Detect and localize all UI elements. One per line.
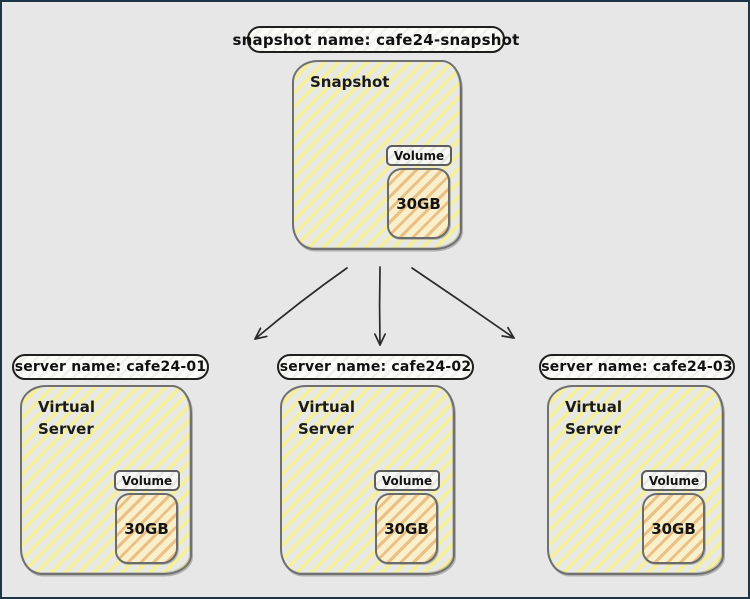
- arrow-to-server-3: [411, 267, 515, 339]
- server-2-volume-group: Volume 30GB: [374, 470, 440, 564]
- server-2-volume-size-box: 30GB: [375, 493, 438, 564]
- server-3-node-title: Virtual Server: [565, 398, 622, 438]
- snapshot-name-label: snapshot name: cafe24-snapshot: [233, 26, 519, 53]
- server-2-volume-tag: Volume: [374, 470, 440, 491]
- snapshot-node: Snapshot Volume 30GB: [292, 60, 462, 250]
- server-3-volume-group: Volume 30GB: [641, 470, 707, 564]
- server-1-name-label: server name: cafe24-01: [12, 354, 209, 380]
- server-2-name-text: server name: cafe24-02: [279, 359, 472, 375]
- snapshot-name-text: snapshot name: cafe24-snapshot: [232, 30, 520, 49]
- server-1-volume-tag: Volume: [114, 470, 180, 491]
- snapshot-node-title: Snapshot: [310, 73, 390, 91]
- server-3-volume-size-box: 30GB: [642, 493, 705, 564]
- server-3-node: Virtual Server Volume 30GB: [547, 385, 724, 575]
- server-2-node: Virtual Server Volume 30GB: [280, 385, 455, 575]
- snapshot-volume-group: Volume 30GB: [386, 145, 452, 239]
- server-2-node-title: Virtual Server: [298, 398, 355, 438]
- server-1-name-text: server name: cafe24-01: [14, 359, 207, 375]
- snapshot-volume-tag: Volume: [386, 145, 452, 166]
- server-2-name-label: server name: cafe24-02: [277, 354, 474, 380]
- server-1-node-title: Virtual Server: [38, 398, 95, 438]
- server-3-name-label: server name: cafe24-03: [539, 354, 735, 380]
- arrow-to-server-1: [254, 267, 348, 340]
- snapshot-volume-size-box: 30GB: [387, 168, 450, 239]
- arrow-to-server-2: [374, 266, 386, 346]
- server-3-name-text: server name: cafe24-03: [541, 359, 733, 375]
- server-1-volume-group: Volume 30GB: [114, 470, 180, 564]
- server-1-volume-size-box: 30GB: [115, 493, 178, 564]
- server-3-volume-tag: Volume: [641, 470, 707, 491]
- server-1-node: Virtual Server Volume 30GB: [20, 385, 192, 575]
